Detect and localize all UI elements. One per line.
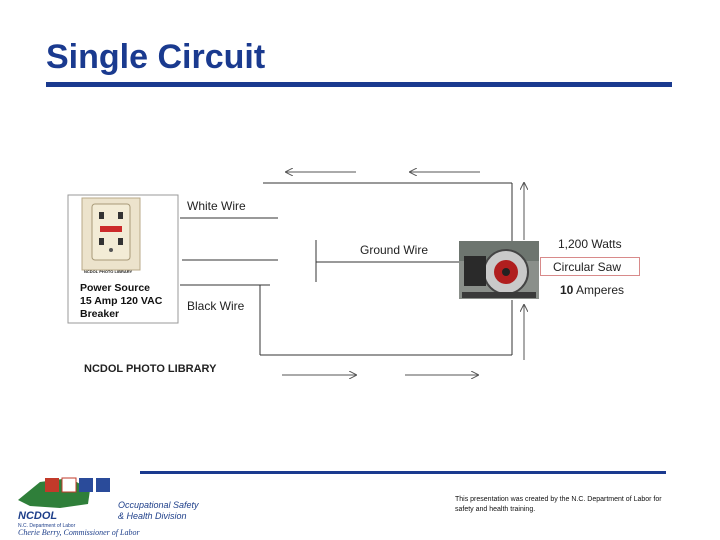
amps-label: 10 Amperes <box>560 283 624 297</box>
amps-number: 10 <box>560 283 574 297</box>
slide-title: Single Circuit <box>46 38 266 76</box>
commissioner-caption: Cherie Berry, Commissioner of Labor <box>18 528 140 537</box>
white-wire-label: White Wire <box>187 199 246 213</box>
watts-label: 1,200 Watts <box>558 237 622 251</box>
ground-wire-label: Ground Wire <box>360 243 429 257</box>
footer-note: This presentation was created by the N.C… <box>455 496 662 513</box>
power-source-line1: Power Source <box>80 282 151 294</box>
black-wire-label: Black Wire <box>187 299 245 313</box>
power-source-line2: 15 Amp 120 VAC <box>80 295 163 307</box>
outlet-photo-caption: NCDOL PHOTO LIBRARY <box>84 269 133 274</box>
circular-saw-photo <box>459 241 539 299</box>
ncdol-logo <box>18 477 110 508</box>
device-label-box: Circular Saw <box>540 257 640 276</box>
power-source-label: Power Source 15 Amp 120 VAC Breaker <box>80 282 162 321</box>
outlet-photo <box>67 194 179 324</box>
amps-unit: Amperes <box>576 283 625 297</box>
osh-division-line2: & Health Division <box>118 511 187 521</box>
ncdol-logo-text: NCDOL <box>18 510 58 522</box>
osh-division-line1: Occupational Safety <box>118 500 199 510</box>
power-source-line3: Breaker <box>80 308 120 320</box>
bottom-rule <box>140 471 666 474</box>
photo-library-label: NCDOL PHOTO LIBRARY <box>84 363 217 375</box>
title-rule <box>46 82 672 87</box>
device-label: Circular Saw <box>553 260 622 274</box>
ncdol-logo-caption: N.C. Department of Labor <box>18 523 76 529</box>
